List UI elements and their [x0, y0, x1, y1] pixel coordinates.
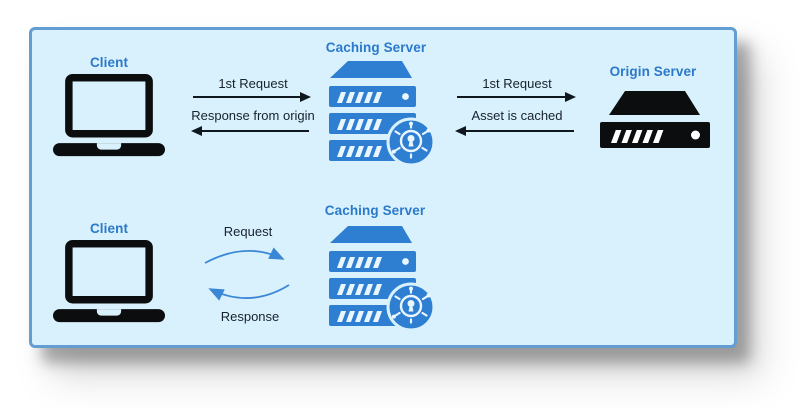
request-response-cycle-arrows [198, 240, 298, 312]
response2-arrow [455, 126, 574, 136]
laptop-icon [53, 74, 165, 158]
response2-label: Asset is cached [471, 108, 563, 123]
request1-arrow [193, 92, 311, 102]
request1-label: 1st Request [218, 76, 288, 91]
caching-server-title-top: Caching Server [325, 40, 427, 55]
rack-server-icon [600, 91, 710, 148]
bottom-request-label: Request [223, 224, 273, 239]
response1-arrow [191, 126, 309, 136]
origin-server-title: Origin Server [609, 64, 697, 79]
cache-gear-icon [386, 117, 435, 166]
bottom-response-label: Response [220, 309, 280, 324]
request2-arrow [457, 92, 576, 102]
server-stack-icon [329, 226, 435, 331]
cache-gear-icon [386, 282, 435, 331]
server-stack-icon [329, 61, 435, 166]
caching-server-title-bottom: Caching Server [324, 203, 426, 218]
response1-label: Response from origin [191, 108, 315, 123]
client-title-bottom: Client [89, 221, 129, 236]
laptop-icon [53, 240, 165, 324]
request2-label: 1st Request [482, 76, 552, 91]
client-title-top: Client [89, 55, 129, 70]
